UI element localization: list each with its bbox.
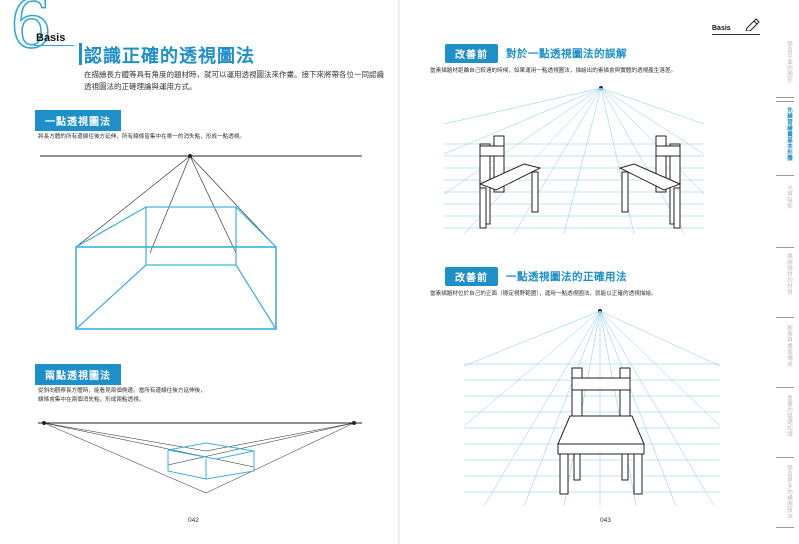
- left-page: 6 Basis 認識正確的透視圖法 在描繪長方體等具有角度的題材時，就可以運用透…: [0, 0, 399, 544]
- convergence-line: [43, 422, 255, 468]
- side-tab-5[interactable]: 觀察與畫面構成: [786, 325, 792, 367]
- side-tab-divider: [776, 101, 794, 102]
- side-tab-divider: [776, 317, 794, 318]
- book-gutter: [398, 0, 400, 544]
- side-tab-divider: [776, 387, 794, 388]
- section-label-two-point: 兩點透視圖法: [35, 364, 121, 385]
- intro-text: 在描繪長方體等具有角度的題材時，就可以運用透視圖法來作畫。接下來將帶各位一同認識…: [84, 70, 384, 91]
- convergence-line: [43, 422, 207, 494]
- page-number-right: 043: [600, 517, 611, 524]
- convergence-line: [205, 422, 355, 452]
- convergence-line: [167, 422, 355, 466]
- two-point-perspective-figure: [38, 421, 362, 494]
- section-title-wrong: 對於一點透視圖法的誤解: [506, 48, 627, 60]
- chapter-number: 6: [9, 0, 53, 63]
- wrong-usage-figure: [444, 86, 704, 234]
- side-tab-divider: [776, 527, 794, 528]
- side-tab-4[interactable]: 描繪題材的材質: [786, 253, 792, 295]
- side-tab-2[interactable]: 先練習繪畫基本形體: [786, 107, 792, 161]
- side-tab-divider: [776, 247, 794, 248]
- one-point-perspective-figure: [40, 154, 362, 330]
- side-tab-6[interactable]: 重要的基礎知識: [786, 395, 792, 437]
- section-desc-two-point-line-1: 從斜向觀察長方體時，能看見兩個側邊。當所有邊線往後方延伸後，: [38, 388, 206, 394]
- chapter-rule: [34, 45, 74, 46]
- side-tab-3[interactable]: 光與陰影: [786, 185, 792, 209]
- correct-usage-figure: [464, 309, 720, 506]
- radiating-guides: [464, 310, 720, 506]
- page-title: 認識正確的透視圖法: [84, 46, 255, 67]
- right-page: Basis 改善前 對於一點透視圖法的誤解 當素描題材距離自己較遠的時候，如果運…: [400, 0, 799, 544]
- box-edge: [235, 264, 277, 330]
- section-desc-two-point-line-2: 線條會集中在兩個消失點，形成兩點透視。: [38, 397, 145, 403]
- section-desc-right: 當素描題材位於自己的正面（穩定視野範圍），運用一點透視圖法，就能以正確的透視描繪…: [430, 291, 657, 297]
- pill-before-right: 改善前: [445, 267, 498, 286]
- page-number-left: 042: [188, 517, 199, 524]
- side-tab-divider: [776, 97, 794, 98]
- radiating-guides: [444, 87, 704, 234]
- pencil-icon: [745, 18, 760, 31]
- chapter-word: Basis: [36, 32, 66, 44]
- pill-before-wrong: 改善前: [445, 44, 498, 63]
- title-accent-bar: [79, 43, 82, 65]
- convergence-line: [189, 155, 237, 254]
- box-edge: [235, 206, 277, 248]
- section-title-right: 一點透視圖法的正確用法: [506, 271, 627, 283]
- convergence-line: [205, 422, 355, 494]
- side-tab-7[interactable]: 學習更多的構圖技法: [786, 465, 792, 519]
- chair-right: [618, 135, 682, 229]
- side-tab-divider: [776, 175, 794, 176]
- convergence-line: [75, 155, 191, 248]
- section-desc-one-point: 將長方體的所有邊線往後方延伸，所有線條皆集中在單一的消失點，形成一點透視。: [38, 134, 245, 140]
- header-rule: [712, 34, 760, 35]
- header-label: Basis: [712, 25, 731, 32]
- section-label-one-point: 一點透視圖法: [35, 110, 121, 131]
- side-tab-1[interactable]: 學習平面的圖形: [786, 41, 792, 83]
- convergence-line: [149, 155, 191, 254]
- box-top: [167, 442, 255, 460]
- back-face: [145, 206, 237, 266]
- box-edge: [75, 264, 147, 330]
- chair-left: [478, 135, 542, 229]
- front-face: [75, 246, 277, 330]
- section-desc-wrong: 當素描題材距離自己較遠的時候，如果運用一點透視圖法，描繪出的素描會與實體的透視產…: [430, 68, 677, 74]
- side-tab-divider: [776, 457, 794, 458]
- box-edge: [75, 206, 147, 248]
- convergence-line: [43, 422, 207, 452]
- chair-front: [557, 367, 645, 495]
